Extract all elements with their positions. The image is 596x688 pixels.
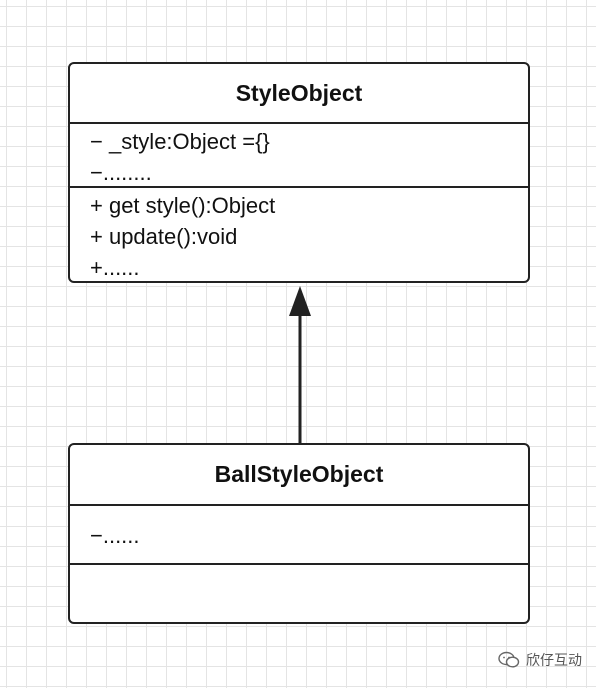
watermark-text: 欣仔互动 — [526, 652, 582, 668]
arrow-head — [289, 286, 311, 316]
attribute-row: − _style:Object ={} — [90, 129, 270, 154]
attributes-compartment: − _style:Object ={} −........ — [70, 124, 528, 188]
method-row: + update():void — [90, 224, 238, 249]
attribute-row: −...... — [90, 523, 140, 548]
methods-compartment: + get style():Object + update():void +..… — [70, 188, 528, 281]
class-box-ball-style-object: BallStyleObject −...... — [68, 443, 530, 624]
class-name: BallStyleObject — [70, 445, 528, 506]
class-name: StyleObject — [70, 64, 528, 124]
methods-compartment — [70, 565, 528, 622]
watermark: 欣仔互动 — [498, 650, 582, 670]
attributes-compartment: −...... — [70, 506, 528, 565]
method-row: +...... — [90, 255, 140, 280]
method-row: + get style():Object — [90, 193, 276, 218]
attribute-row: −........ — [90, 160, 152, 185]
inheritance-arrow — [289, 286, 311, 443]
class-box-style-object: StyleObject − _style:Object ={} −.......… — [68, 62, 530, 283]
wechat-icon — [498, 651, 520, 668]
